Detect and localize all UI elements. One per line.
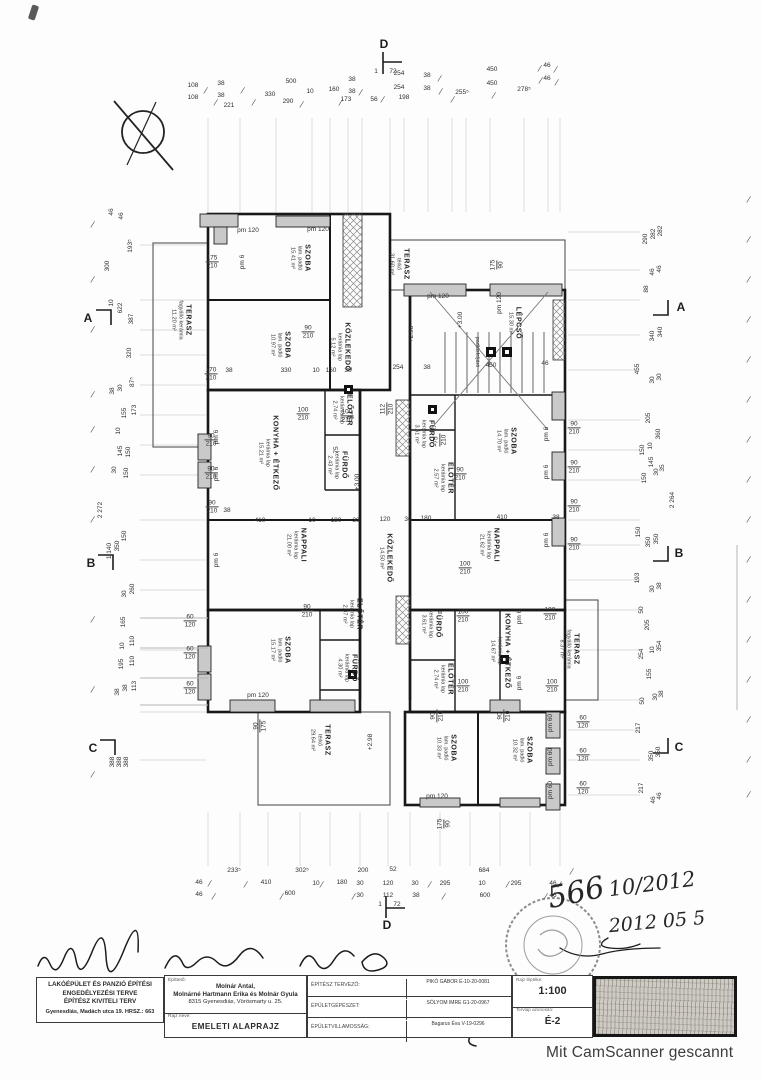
- role-value: PIKÓ GÁBOR É-10-20-0081: [406, 979, 507, 999]
- crossed-circle-mark: [113, 100, 174, 171]
- role-row: ÉPÜLETVILLAMOSSÁG: Bagarus Éva V-19-0296: [308, 1018, 511, 1042]
- sheet-label: Tervlap azonosító:: [516, 1007, 554, 1012]
- role-label: ÉPÜLETGÉPÉSZET:: [311, 1003, 360, 1009]
- client-line: Molnárné Hartmann Erika és Molnár Gyula: [173, 990, 298, 998]
- project-line: ÉPÍTÉSZ KIVITELI TERV: [63, 998, 137, 1005]
- camscanner-caption: Mit CamScanner gescannt: [546, 1044, 734, 1061]
- stair-treads: [429, 291, 549, 431]
- drawing-name: EMELETI ALAPRAJZ: [191, 1022, 280, 1031]
- project-line: ENGEDÉLYEZÉSI TERVE: [62, 989, 138, 997]
- chimney-blocks: [344, 347, 512, 679]
- role-row: ÉPÜLETGÉPÉSZET: SÓLYOM IMRE G1-20-0967: [308, 997, 511, 1020]
- walls: [206, 212, 567, 807]
- client-line: Molnár Antal,: [216, 983, 255, 990]
- hatched-walls: [342, 213, 566, 645]
- wall-piers: [197, 213, 566, 811]
- client-line: 8315 Gyenesdiás, Vörösmarty u. 25.: [188, 998, 283, 1005]
- sheet-id: É-2: [544, 1016, 561, 1027]
- dark-stamp-block: [593, 976, 737, 1037]
- role-row: ÉPÍTÉSZ TERVEZŐ: PIKÓ GÁBOR É-10-20-0081: [308, 976, 511, 999]
- project-line: LAKÓÉPÜLET ÉS PANZIÓ ÉPÍTÉSI: [48, 981, 152, 988]
- scale-label: Rajz léptéke:: [516, 977, 543, 982]
- project-address: Gyenesdiás, Madách utca 19. HRSZ.: 663: [45, 1008, 155, 1015]
- titleblock-scale-sheet: Rajz léptéke: 1:100 Tervlap azonosító: É…: [512, 975, 593, 1038]
- witness-lines: [140, 118, 640, 866]
- titleblock-project: LAKÓÉPÜLET ÉS PANZIÓ ÉPÍTÉSI ENGEDÉLYEZÉ…: [36, 977, 164, 1023]
- titleblock-client: Építtető: Molnár Antal, Molnárné Hartman…: [164, 975, 307, 1038]
- round-stamp: [505, 897, 601, 993]
- terrace-outlines: [152, 239, 599, 806]
- pencil-lines: [140, 545, 738, 710]
- role-value: Bagarus Éva V-19-0296: [406, 1021, 507, 1042]
- role-label: ÉPÜLETVILLAMOSSÁG:: [311, 1024, 370, 1030]
- role-label: ÉPÍTÉSZ TERVEZŐ:: [311, 982, 360, 988]
- section-marker-lines: [96, 52, 669, 918]
- drawing-scale: 1:100: [538, 985, 567, 997]
- client-label: Építtető:: [168, 978, 186, 983]
- drawing-name-label: Rajz neve:: [168, 1014, 191, 1019]
- role-value: SÓLYOM IMRE G1-20-0967: [406, 1000, 507, 1020]
